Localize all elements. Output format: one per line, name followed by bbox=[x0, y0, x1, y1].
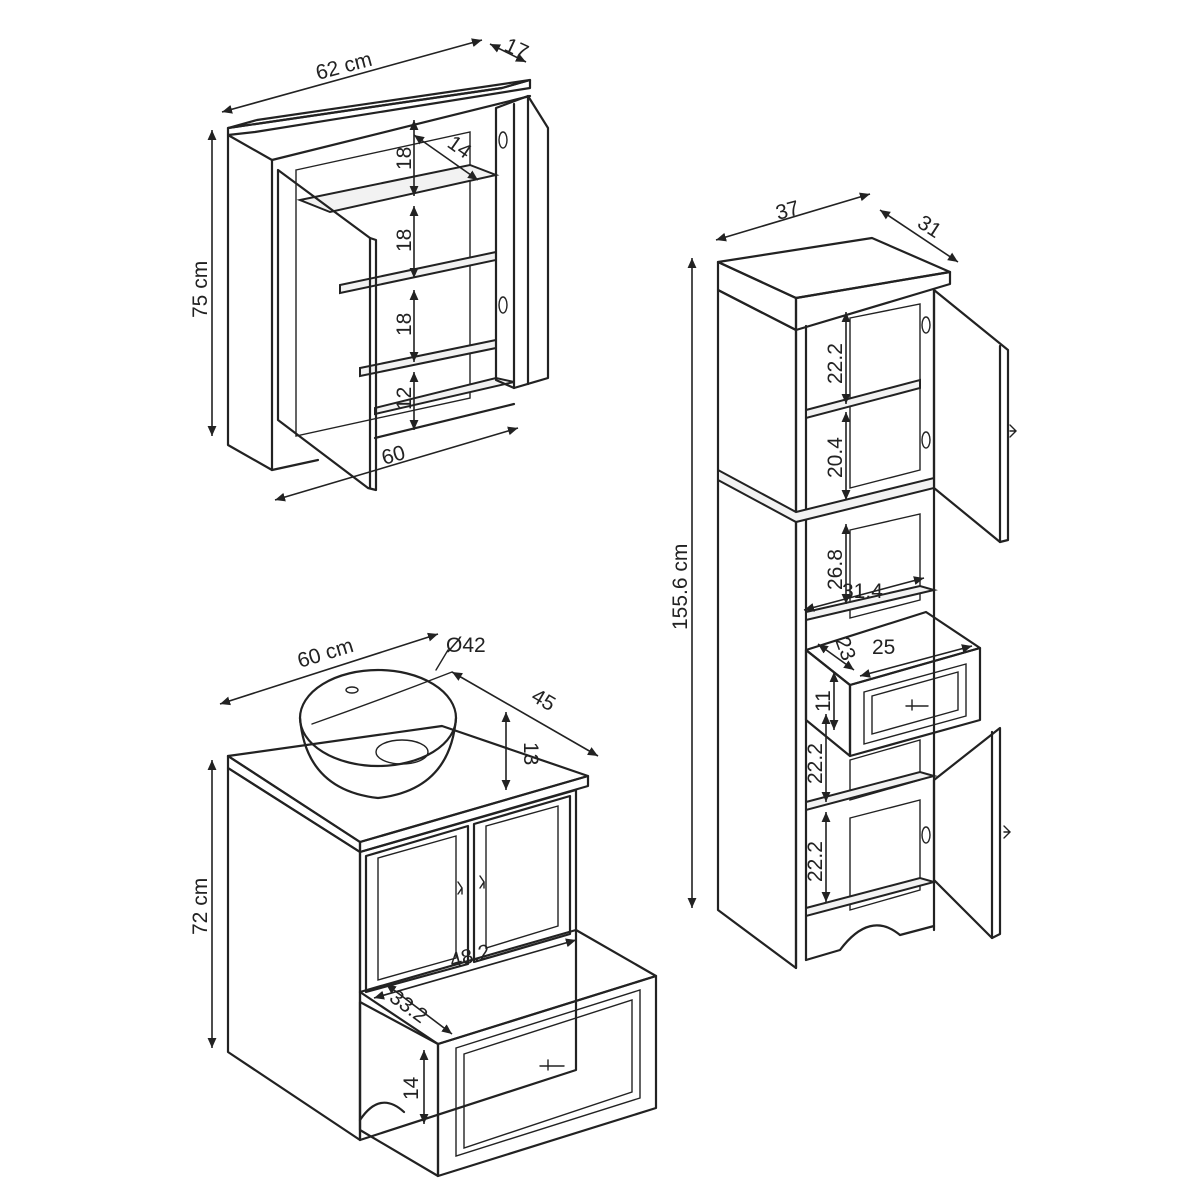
tall-upper-shelf bbox=[805, 378, 921, 420]
wall-compartment-1-label: 18 bbox=[393, 147, 416, 170]
tall-lower-door bbox=[932, 726, 1002, 940]
vanity-depth-label: 45 bbox=[528, 684, 560, 716]
tall-width-label: 37 bbox=[773, 197, 802, 225]
vanity-right-door bbox=[472, 794, 572, 964]
vanity-left-side bbox=[226, 766, 362, 1142]
wall-depth-label: 17 bbox=[501, 34, 532, 65]
wall-right-door bbox=[494, 94, 550, 390]
tall-bottom-board bbox=[805, 876, 938, 918]
tall-compartment-1-label: 22.2 bbox=[824, 343, 847, 384]
tall-drawer-height-label: 11 bbox=[812, 690, 835, 712]
door-knob-icon bbox=[921, 316, 931, 334]
tall-plinth bbox=[804, 924, 936, 962]
tall-lower-shelf bbox=[805, 770, 938, 812]
tall-upper-door bbox=[932, 288, 1010, 544]
wall-cabinet: 62 cm 17 75 cm 14 60 18 18 18 12 bbox=[189, 34, 550, 502]
tall-compartment-2-label: 20.4 bbox=[824, 437, 847, 478]
vanity-drawer-height-label: 14 bbox=[400, 1076, 423, 1100]
vessel-basin-bowl bbox=[298, 716, 458, 800]
door-handle-icon bbox=[457, 881, 463, 895]
tall-drawer-front bbox=[848, 646, 982, 758]
vanity-unit: 60 cm 45 Ø42 13 72 cm 48.2 33.2 14 bbox=[189, 632, 658, 1178]
door-handle-icon bbox=[1009, 424, 1017, 438]
wall-shelf-3 bbox=[359, 338, 497, 378]
wall-compartment-4-label: 12 bbox=[393, 387, 416, 410]
wall-compartment-2-label: 18 bbox=[393, 229, 416, 252]
wall-cabinet-left-side bbox=[226, 133, 274, 472]
vanity-drawer-depth-label: 33.2 bbox=[385, 985, 432, 1028]
vanity-plinth bbox=[358, 1101, 406, 1122]
wall-compartment-3-label: 18 bbox=[393, 313, 416, 336]
door-knob-icon bbox=[921, 826, 931, 844]
door-knob-icon bbox=[498, 296, 508, 314]
drawer-handle-icon bbox=[539, 1059, 565, 1071]
door-knob-icon bbox=[921, 431, 931, 449]
tall-compartment-3-label: 22.2 bbox=[804, 743, 827, 784]
wall-left-door bbox=[276, 168, 378, 492]
door-handle-icon bbox=[1003, 825, 1011, 839]
tall-height-label: 155.6 cm bbox=[669, 544, 692, 630]
tall-compartment-4-label: 22.2 bbox=[804, 841, 827, 882]
tall-cabinet-top bbox=[716, 236, 952, 300]
drain-icon bbox=[375, 739, 429, 765]
door-knob-icon bbox=[498, 131, 508, 149]
basin-diameter-label: Ø42 bbox=[446, 634, 486, 657]
vessel-basin-rim bbox=[298, 668, 458, 768]
wall-width-label: 62 cm bbox=[313, 48, 374, 85]
wall-shelf-2 bbox=[339, 250, 497, 295]
vanity-height-label: 72 cm bbox=[189, 878, 212, 935]
door-handle-icon bbox=[479, 875, 485, 889]
tall-open-width-label: 31.4 bbox=[842, 580, 883, 603]
tall-cabinet: 37 31 155.6 cm 22.2 20.4 26.8 31.4 25 23… bbox=[669, 192, 1017, 970]
vanity-drawer-width-label: 48.2 bbox=[447, 940, 492, 973]
vanity-width-label: 60 cm bbox=[295, 634, 356, 673]
wall-inner-width-label: 60 bbox=[379, 441, 408, 470]
wall-height-label: 75 cm bbox=[189, 261, 212, 318]
tall-drawer-width-label: 25 bbox=[872, 636, 895, 659]
tall-cabinet-left-side bbox=[716, 288, 798, 970]
basin-height-label: 13 bbox=[519, 742, 542, 765]
tall-drawer-depth-label: 23 bbox=[830, 634, 860, 664]
tall-depth-label: 31 bbox=[913, 211, 945, 243]
drawer-handle-icon bbox=[905, 699, 929, 711]
